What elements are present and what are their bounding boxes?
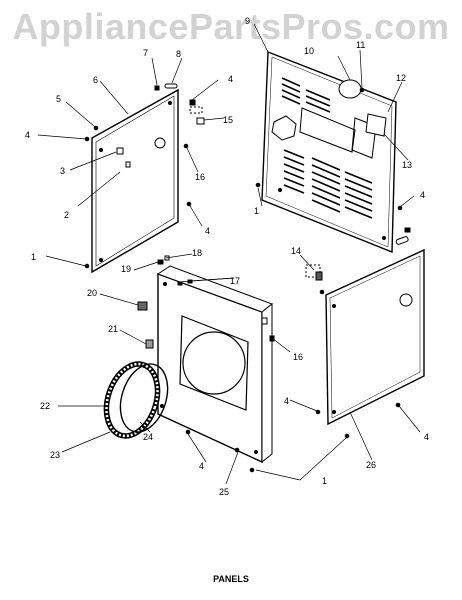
callout-4-topleft: 4 — [25, 130, 30, 140]
callout-9: 9 — [245, 16, 250, 26]
callout-1-bottom: 1 — [322, 476, 327, 486]
front-panel — [156, 265, 274, 464]
diagram-caption: PANELS — [213, 574, 249, 584]
rear-panel-louvers-upper — [281, 77, 331, 113]
callout-16-left: 16 — [195, 172, 205, 182]
callout-5: 5 — [56, 94, 61, 104]
callout-4-topcenter: 4 — [228, 74, 233, 84]
callout-10: 10 — [304, 46, 314, 56]
callout-16-mid: 16 — [293, 352, 303, 362]
front-panel-fasteners — [137, 255, 275, 473]
callout-4-bottommid: 4 — [199, 461, 204, 471]
callout-12: 12 — [396, 73, 406, 83]
callout-13: 13 — [402, 160, 412, 170]
right-side-panel — [305, 248, 425, 439]
callout-11: 11 — [356, 40, 365, 50]
callout-24: 24 — [143, 432, 153, 442]
callout-25: 25 — [219, 487, 229, 497]
left-side-panel — [91, 88, 179, 274]
callout-26: 26 — [366, 460, 376, 470]
callout-4-rightmid: 4 — [420, 190, 425, 200]
callout-4-bottomright: 4 — [424, 432, 429, 442]
rear-panel-louvers-lower — [283, 149, 373, 219]
callout-21: 21 — [108, 324, 118, 334]
callout-4-leftlow: 4 — [205, 226, 210, 236]
callout-17: 17 — [230, 276, 240, 286]
callout-2: 2 — [64, 210, 69, 220]
rear-panel-covers — [255, 79, 411, 245]
callout-18: 18 — [192, 248, 202, 258]
callout-labels: 1 1 1 2 3 4 4 4 4 4 4 4 5 6 7 8 9 10 11 … — [25, 16, 429, 497]
watermark: AppliancePartsPros.com — [12, 6, 450, 47]
callout-22: 22 — [40, 401, 50, 411]
door-ring — [103, 361, 169, 439]
rear-panel — [261, 50, 397, 254]
callout-15: 15 — [223, 115, 233, 125]
callout-20: 20 — [87, 288, 97, 298]
callout-23: 23 — [50, 450, 60, 460]
callout-4-bottomleft: 4 — [284, 396, 289, 406]
callout-3: 3 — [60, 166, 65, 176]
callout-1-mid: 1 — [254, 206, 259, 216]
callout-1-left: 1 — [31, 252, 36, 262]
leader-lines — [37, 23, 421, 485]
callout-14: 14 — [291, 246, 301, 256]
callout-7: 7 — [143, 48, 148, 58]
callout-8: 8 — [176, 49, 181, 59]
callout-6: 6 — [93, 75, 98, 85]
callout-19: 19 — [121, 264, 131, 274]
